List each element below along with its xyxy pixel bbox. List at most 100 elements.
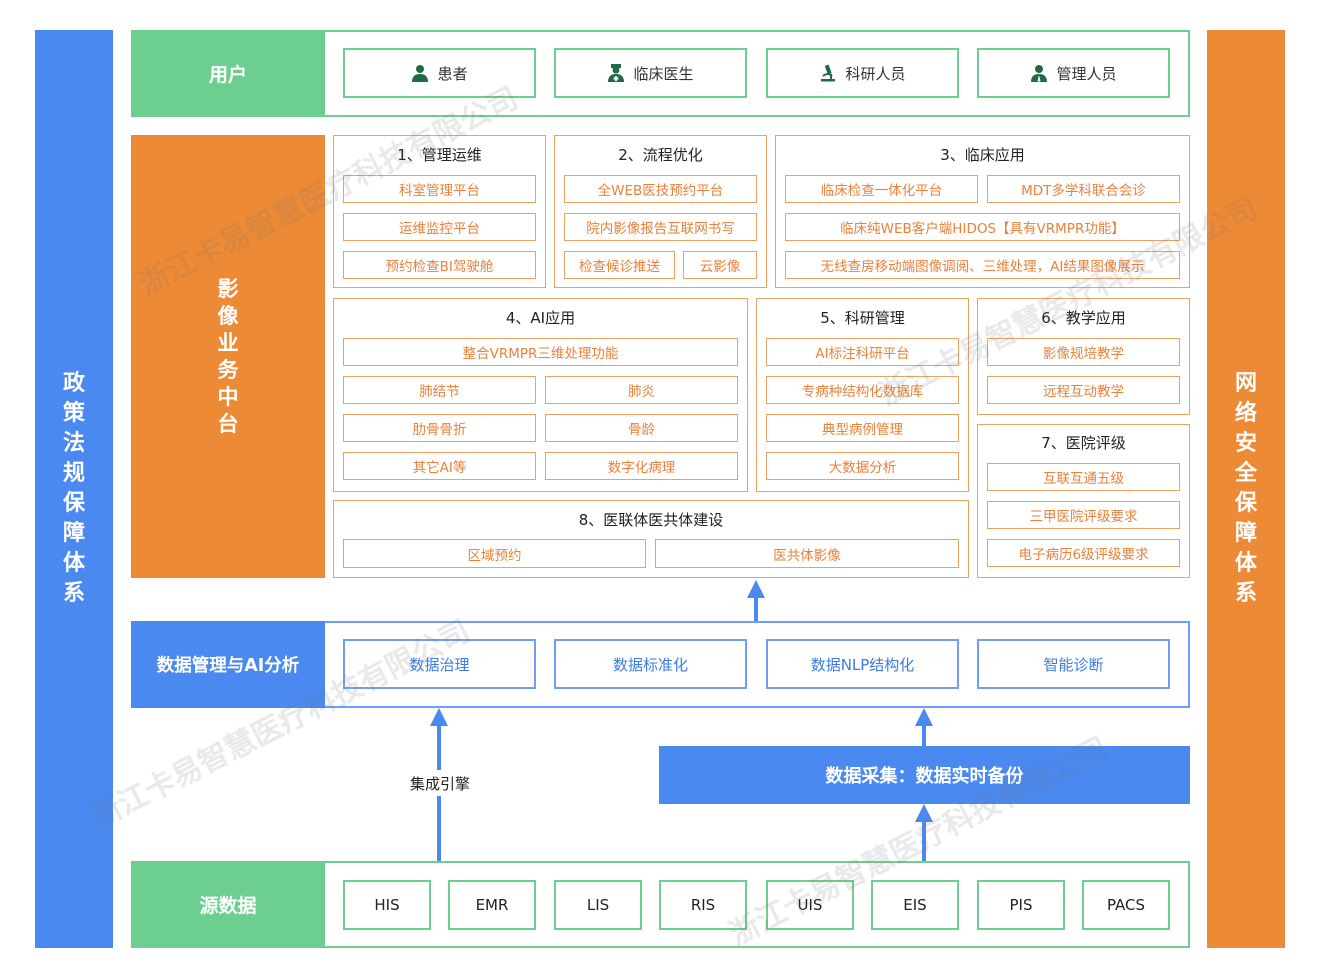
- module-item: 运维监控平台: [343, 213, 536, 241]
- module-item: 无线查房移动端图像调阅、三维处理，AI结果图像展示: [785, 251, 1180, 279]
- arrow-head-up-icon: [430, 708, 448, 726]
- module-item: 临床纯WEB客户端HIDOS【具有VRMPR功能】: [785, 213, 1180, 241]
- module-item: 全WEB医技预约平台: [564, 175, 757, 203]
- side-char: 政: [62, 371, 85, 396]
- arrow-head-up-icon: [915, 804, 933, 822]
- manager-icon: [1031, 65, 1048, 82]
- module-item: 预约检查BI驾驶舱: [343, 251, 536, 279]
- user-row-label-text: 用户: [208, 64, 247, 86]
- arrow-head-up-icon: [915, 708, 933, 726]
- data-management-label: 数据管理与AI分析: [131, 621, 325, 708]
- module-title: 8、医联体医共体建设: [578, 510, 724, 529]
- platform-char: 影: [217, 276, 239, 301]
- integration-engine-text: 集成引擎: [409, 774, 470, 793]
- side-char: 网: [1234, 371, 1257, 396]
- module-item: 典型病例管理: [766, 414, 959, 442]
- source-data-label: 源数据: [131, 861, 325, 948]
- module-item: 远程互动教学: [987, 376, 1180, 404]
- module-item: 整合VRMPR三维处理功能: [343, 338, 738, 366]
- user-box-patient: 患者: [343, 48, 536, 98]
- platform-char: 业: [217, 330, 239, 355]
- module-item: 专病种结构化数据库: [766, 376, 959, 404]
- platform-char: 像: [217, 303, 239, 328]
- microscope-icon: [821, 64, 836, 82]
- side-char: 保: [62, 491, 85, 516]
- module-item: AI标注科研平台: [766, 338, 959, 366]
- module-item: 骨龄: [545, 414, 738, 442]
- side-char: 障: [1234, 521, 1257, 546]
- module-item: 互联互通五级: [987, 463, 1180, 491]
- user-box-doctor: 临床医生: [554, 48, 747, 98]
- data-management-label-text: 数据管理与AI分析: [156, 656, 300, 676]
- module-item: 肺炎: [545, 376, 738, 404]
- module-item: 其它AI等: [343, 452, 536, 480]
- side-char: 系: [62, 581, 85, 606]
- source-item: RIS: [659, 880, 747, 930]
- module-item: 影像规培教学: [987, 338, 1180, 366]
- user-box-label: 临床医生: [633, 64, 694, 83]
- platform-char: 台: [217, 411, 239, 436]
- person-icon: [412, 65, 429, 82]
- platform-char: 中: [217, 384, 239, 409]
- module-item: 大数据分析: [766, 452, 959, 480]
- data-collection-text: 数据采集：数据实时备份: [825, 766, 1024, 787]
- user-box-label: 患者: [437, 64, 468, 83]
- side-char: 规: [62, 461, 85, 486]
- module-item: 肋骨骨折: [343, 414, 536, 442]
- platform-char: 务: [217, 357, 239, 382]
- module-item: MDT多学科联合会诊: [987, 175, 1180, 203]
- network-security-side-bar: 网 络 安 全 保 障 体 系: [1207, 30, 1285, 948]
- module-title: 2、流程优化: [618, 145, 703, 164]
- source-item: PIS: [977, 880, 1065, 930]
- module-item: 院内影像报告互联网书写: [564, 213, 757, 241]
- side-char: 系: [1234, 581, 1257, 606]
- module-item: 肺结节: [343, 376, 536, 404]
- data-mgmt-item: 智能诊断: [977, 639, 1170, 689]
- user-row-label: 用户: [131, 30, 325, 117]
- module-item: 三甲医院评级要求: [987, 501, 1180, 529]
- module-title: 3、临床应用: [940, 145, 1025, 164]
- module-item: 电子病历6级评级要求: [987, 539, 1180, 567]
- module-title: 5、科研管理: [820, 308, 905, 327]
- imaging-platform-label: 影 像 业 务 中 台: [131, 135, 325, 578]
- module-title: 7、医院评级: [1041, 433, 1126, 452]
- data-mgmt-item: 数据NLP结构化: [766, 639, 959, 689]
- data-mgmt-item: 数据治理: [343, 639, 536, 689]
- module-item: 云影像: [683, 251, 757, 279]
- integration-engine-label: 集成引擎: [380, 770, 500, 796]
- user-box-researcher: 科研人员: [766, 48, 959, 98]
- source-item: EIS: [871, 880, 959, 930]
- module-item: 临床检查一体化平台: [785, 175, 978, 203]
- source-item: UIS: [766, 880, 854, 930]
- side-char: 体: [62, 551, 85, 576]
- user-box-label: 科研人员: [845, 64, 906, 83]
- doctor-icon: [608, 64, 625, 82]
- source-data-label-text: 源数据: [199, 895, 257, 917]
- side-char: 全: [1234, 461, 1257, 486]
- module-item: 数字化病理: [545, 452, 738, 480]
- side-char: 策: [62, 401, 85, 426]
- policy-side-bar: 政 策 法 规 保 障 体 系: [35, 30, 113, 948]
- side-char: 障: [62, 521, 85, 546]
- source-item: HIS: [343, 880, 431, 930]
- module-item: 医共体影像: [655, 539, 959, 568]
- module-title: 6、教学应用: [1041, 308, 1126, 327]
- arrow-head-up-icon: [747, 580, 765, 598]
- source-item: PACS: [1082, 880, 1170, 930]
- arrow-shaft: [754, 596, 758, 621]
- module-item: 区域预约: [343, 539, 646, 568]
- module-title: 4、AI应用: [505, 308, 576, 327]
- side-char: 法: [62, 431, 85, 456]
- data-mgmt-item: 数据标准化: [554, 639, 747, 689]
- side-char: 络: [1234, 401, 1257, 426]
- arrow-shaft: [922, 820, 926, 861]
- user-box-manager: 管理人员: [977, 48, 1170, 98]
- user-box-label: 管理人员: [1056, 64, 1117, 83]
- side-char: 安: [1234, 431, 1257, 456]
- source-item: EMR: [448, 880, 536, 930]
- module-item: 科室管理平台: [343, 175, 536, 203]
- side-char: 体: [1234, 551, 1257, 576]
- module-item: 检查候诊推送: [564, 251, 675, 279]
- arrow-shaft: [922, 724, 926, 746]
- module-title: 1、管理运维: [397, 145, 482, 164]
